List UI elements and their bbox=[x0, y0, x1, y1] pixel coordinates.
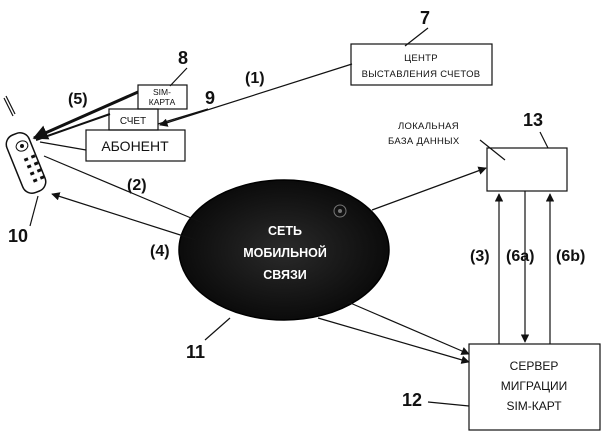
billing-center-number: 7 bbox=[420, 8, 430, 28]
network-label-line2: МОБИЛЬНОЙ bbox=[243, 245, 327, 260]
migration-server-leader bbox=[428, 402, 469, 406]
local-db-label-line1: ЛОКАЛЬНАЯ bbox=[398, 121, 459, 132]
migration-server-label-line3: SIM-КАРТ bbox=[506, 399, 562, 413]
mobile-phone-icon bbox=[3, 96, 48, 196]
network-number: 11 bbox=[186, 342, 205, 362]
phone-subscriber-link bbox=[40, 142, 86, 150]
billing-center-leader bbox=[405, 28, 428, 46]
step-1-label: (1) bbox=[245, 70, 265, 87]
migration-server-label-line2: МИГРАЦИИ bbox=[501, 379, 567, 393]
step-6a-label: (6a) bbox=[506, 248, 534, 265]
network-to-db-arrow bbox=[372, 168, 486, 210]
step-5-label: (5) bbox=[68, 91, 88, 108]
step-2-label: (2) bbox=[127, 177, 147, 194]
step-4-label: (4) bbox=[150, 243, 170, 260]
network-label-line1: СЕТЬ bbox=[268, 224, 302, 238]
phone-leader bbox=[30, 196, 38, 226]
network-label-line3: СВЯЗИ bbox=[263, 268, 307, 282]
account-to-phone-line bbox=[36, 114, 110, 140]
sim-card-leader bbox=[170, 68, 187, 86]
account-number: 9 bbox=[205, 88, 215, 108]
migration-server-number: 12 bbox=[402, 390, 422, 410]
account-leader bbox=[158, 109, 208, 124]
sim-card-label-line2: КАРТА bbox=[149, 97, 176, 107]
account-label: СЧЕТ bbox=[120, 116, 146, 127]
sim-card-number: 8 bbox=[178, 48, 188, 68]
billing-center-label-line1: ЦЕНТР bbox=[404, 53, 438, 64]
local-db-number: 13 bbox=[523, 110, 543, 130]
local-db-label-line2: БАЗА ДАННЫХ bbox=[388, 136, 460, 147]
network-to-server-arrow-2 bbox=[348, 302, 469, 354]
local-db-label-leader bbox=[480, 140, 505, 160]
sim-card-label-line1: SIM- bbox=[153, 87, 171, 97]
network-leader bbox=[205, 318, 230, 340]
step-6b-label: (6b) bbox=[556, 248, 585, 265]
network-to-server-arrow-1 bbox=[318, 318, 469, 362]
local-db-number-leader bbox=[540, 132, 548, 148]
step-3-label: (3) bbox=[470, 248, 490, 265]
phone-number: 10 bbox=[8, 226, 28, 246]
network-to-phone-arrow bbox=[52, 194, 196, 240]
subscriber-label: АБОНЕНТ bbox=[101, 138, 169, 154]
migration-server-label-line1: СЕРВЕР bbox=[510, 359, 559, 373]
billing-center-label-line2: ВЫСТАВЛЕНИЯ СЧЕТОВ bbox=[362, 69, 481, 80]
